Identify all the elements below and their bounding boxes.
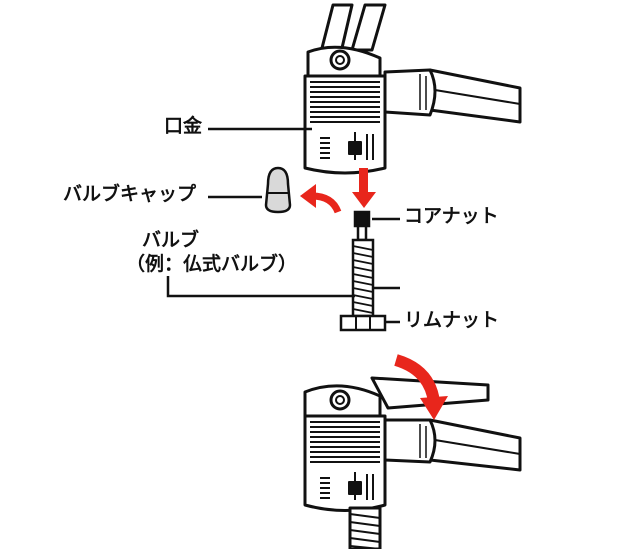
valve-cap-icon bbox=[264, 166, 292, 214]
label-valve: バルブ bbox=[142, 229, 200, 251]
presta-valve-icon bbox=[339, 210, 387, 332]
leader-lines bbox=[166, 127, 400, 324]
lever-close-arrow-icon bbox=[394, 354, 448, 420]
label-valve-example: （例：仏式バルブ） bbox=[126, 253, 298, 275]
red-down-arrow-icon bbox=[352, 168, 376, 208]
pump-head-icon bbox=[303, 3, 522, 175]
pump-head-icon bbox=[303, 376, 522, 551]
label-rim-nut: リムナット bbox=[404, 309, 500, 331]
label-valve-cap: バルブキャップ bbox=[63, 183, 197, 205]
label-mouthpiece: 口金 bbox=[164, 115, 203, 137]
label-core-nut: コアナット bbox=[404, 205, 499, 227]
red-curved-arrow-icon bbox=[300, 184, 342, 214]
